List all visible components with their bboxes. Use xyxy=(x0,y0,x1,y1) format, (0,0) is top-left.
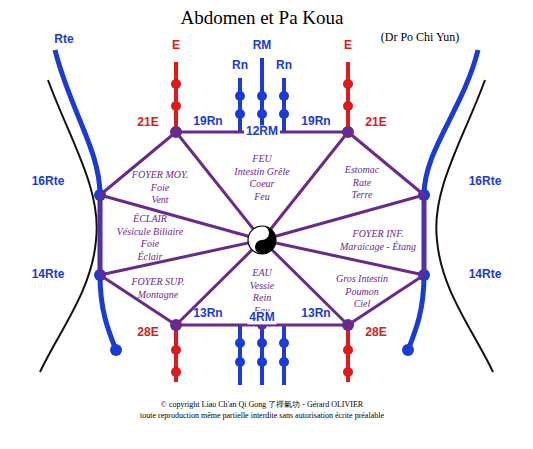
point-label: 4RM xyxy=(247,311,276,324)
point-label: 28E xyxy=(135,326,160,339)
sector-line: Vessie xyxy=(250,280,274,293)
sector-line: Poumon xyxy=(336,286,388,299)
point-label: 28E xyxy=(363,326,388,339)
point-label: 19Rn xyxy=(299,115,332,128)
sector-line: Estomac xyxy=(345,164,379,177)
sector-text: EAUVessieReinEau xyxy=(250,267,274,317)
sector-line: Éclair xyxy=(117,251,184,264)
sector-text: EstomacRateTerre xyxy=(345,164,379,202)
sector-text: FOYER MOY.FoieVent xyxy=(132,169,188,207)
sector-line: Gros Intestin xyxy=(336,273,388,286)
sector-text: FEUIntestin GrêleCoeurFeu xyxy=(234,153,289,203)
sector-line: FOYER MOY. xyxy=(132,169,188,182)
sector-text: ÉCLAIRVésicule BiliaireFoieÉclair xyxy=(117,213,184,263)
sector-line: Foie xyxy=(117,238,184,251)
point-label: RM xyxy=(251,39,274,52)
sector-line: Terre xyxy=(345,189,379,202)
sector-line: FOYER INF. xyxy=(340,228,416,241)
diagram-title: Abdomen et Pa Koua xyxy=(180,8,343,29)
copyright-note: toute reproduction même partielle interd… xyxy=(138,412,386,421)
point-label: 14Rte xyxy=(30,268,67,281)
sector-line: FOYER SUP. xyxy=(131,276,184,289)
sector-line: Foie xyxy=(132,182,188,195)
sector-line: Rein xyxy=(250,292,274,305)
sector-text: Gros IntestinPoumonCiel xyxy=(336,273,388,311)
subtitle: (Dr Po Chi Yun) xyxy=(379,31,462,44)
sector-line: Vent xyxy=(132,194,188,207)
point-label: 19Rn xyxy=(191,115,224,128)
sector-line: ÉCLAIR xyxy=(117,213,184,226)
point-label: 21E xyxy=(135,116,160,129)
sector-line: Rate xyxy=(345,177,379,190)
point-label: Rte xyxy=(52,33,75,46)
point-label: 13Rn xyxy=(191,307,224,320)
point-label: 13Rn xyxy=(299,307,332,320)
sector-line: Feu xyxy=(234,191,289,204)
sector-line: Montagne xyxy=(131,288,184,301)
sector-text: FOYER INF.Maraicage - Étang xyxy=(340,228,416,253)
sector-line: Vésicule Biliaire xyxy=(117,226,184,239)
sector-line: FEU xyxy=(234,153,289,166)
point-label: Rn xyxy=(230,59,250,72)
point-label: Rn xyxy=(274,59,294,72)
point-label: 12RM xyxy=(244,125,280,138)
point-label: 21E xyxy=(363,116,388,129)
sector-line: EAU xyxy=(250,267,274,280)
sector-line: Ciel xyxy=(336,298,388,311)
sector-line: Maraicage - Étang xyxy=(340,240,416,253)
sector-text: FOYER SUP.Montagne xyxy=(131,276,184,301)
point-label: 16Rte xyxy=(467,175,504,188)
point-label: E xyxy=(342,39,354,52)
sector-line: Coeur xyxy=(234,178,289,191)
point-label: 16Rte xyxy=(30,175,67,188)
point-label: 14Rte xyxy=(467,268,504,281)
sector-line: Intestin Grêle xyxy=(234,166,289,179)
point-label: E xyxy=(170,39,182,52)
copyright-note: © copyright Liao Ch'an Qi Gong 了禪氣功 - Gé… xyxy=(159,401,365,410)
